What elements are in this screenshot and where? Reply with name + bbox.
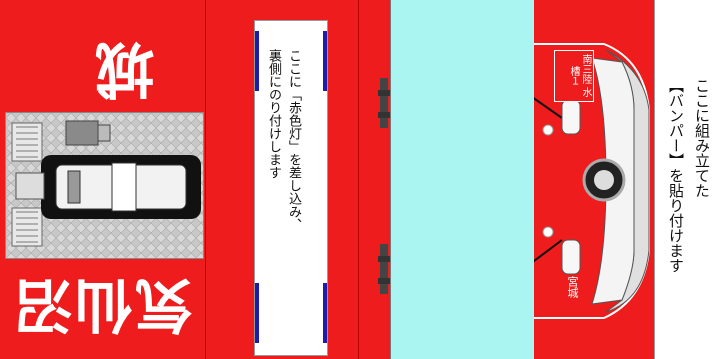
mirror-strip xyxy=(358,0,390,359)
insert-instruction: ここに「赤色灯」を差し込み、 裏側にのり付けします xyxy=(263,49,303,349)
blue-mark-top-right xyxy=(323,31,327,91)
plate-line1: 南三陸 xyxy=(580,54,591,85)
bumper-name-label: 宮城 xyxy=(566,276,579,298)
front-grille-drawing xyxy=(534,43,650,319)
number-plate: 南三陸 水槽１ xyxy=(554,50,594,102)
blue-mark-bottom-right xyxy=(323,283,327,343)
side-panel-with-slot: ここに「赤色灯」を差し込み、 裏側にのり付けします xyxy=(205,0,358,359)
side-mirrors xyxy=(378,78,390,294)
front-panel: 南三陸 水槽１ 宮城 xyxy=(534,0,654,359)
insert-instruction-line2: 裏側にのり付けします xyxy=(266,49,281,179)
roof-equipment-drawing xyxy=(6,113,203,258)
plate-line2: 水槽１ xyxy=(568,66,591,98)
bumper-instruction: ここに組み立てた 【バンパー】を貼り付けます xyxy=(663,78,715,338)
insert-instruction-line1: ここに「赤色灯」を差し込み、 xyxy=(286,49,301,231)
bumper-instruction-line2: 【バンパー】を貼り付けます xyxy=(667,78,685,273)
roof-panel: 宮城 xyxy=(0,0,205,359)
light-insert-card: ここに「赤色灯」を差し込み、 裏側にのり付けします xyxy=(254,20,328,356)
bottom-kanji-label: 気仙沼 xyxy=(12,271,193,339)
blue-mark-top xyxy=(255,31,259,91)
windshield xyxy=(390,0,534,359)
blue-mark-bottom xyxy=(255,283,259,343)
bumper-glue-area: ここに組み立てた 【バンパー】を貼り付けます xyxy=(654,0,720,359)
roof-equipment xyxy=(5,112,204,259)
bumper-instruction-line1: ここに組み立てた xyxy=(693,78,711,198)
vent-grilles xyxy=(11,122,43,247)
